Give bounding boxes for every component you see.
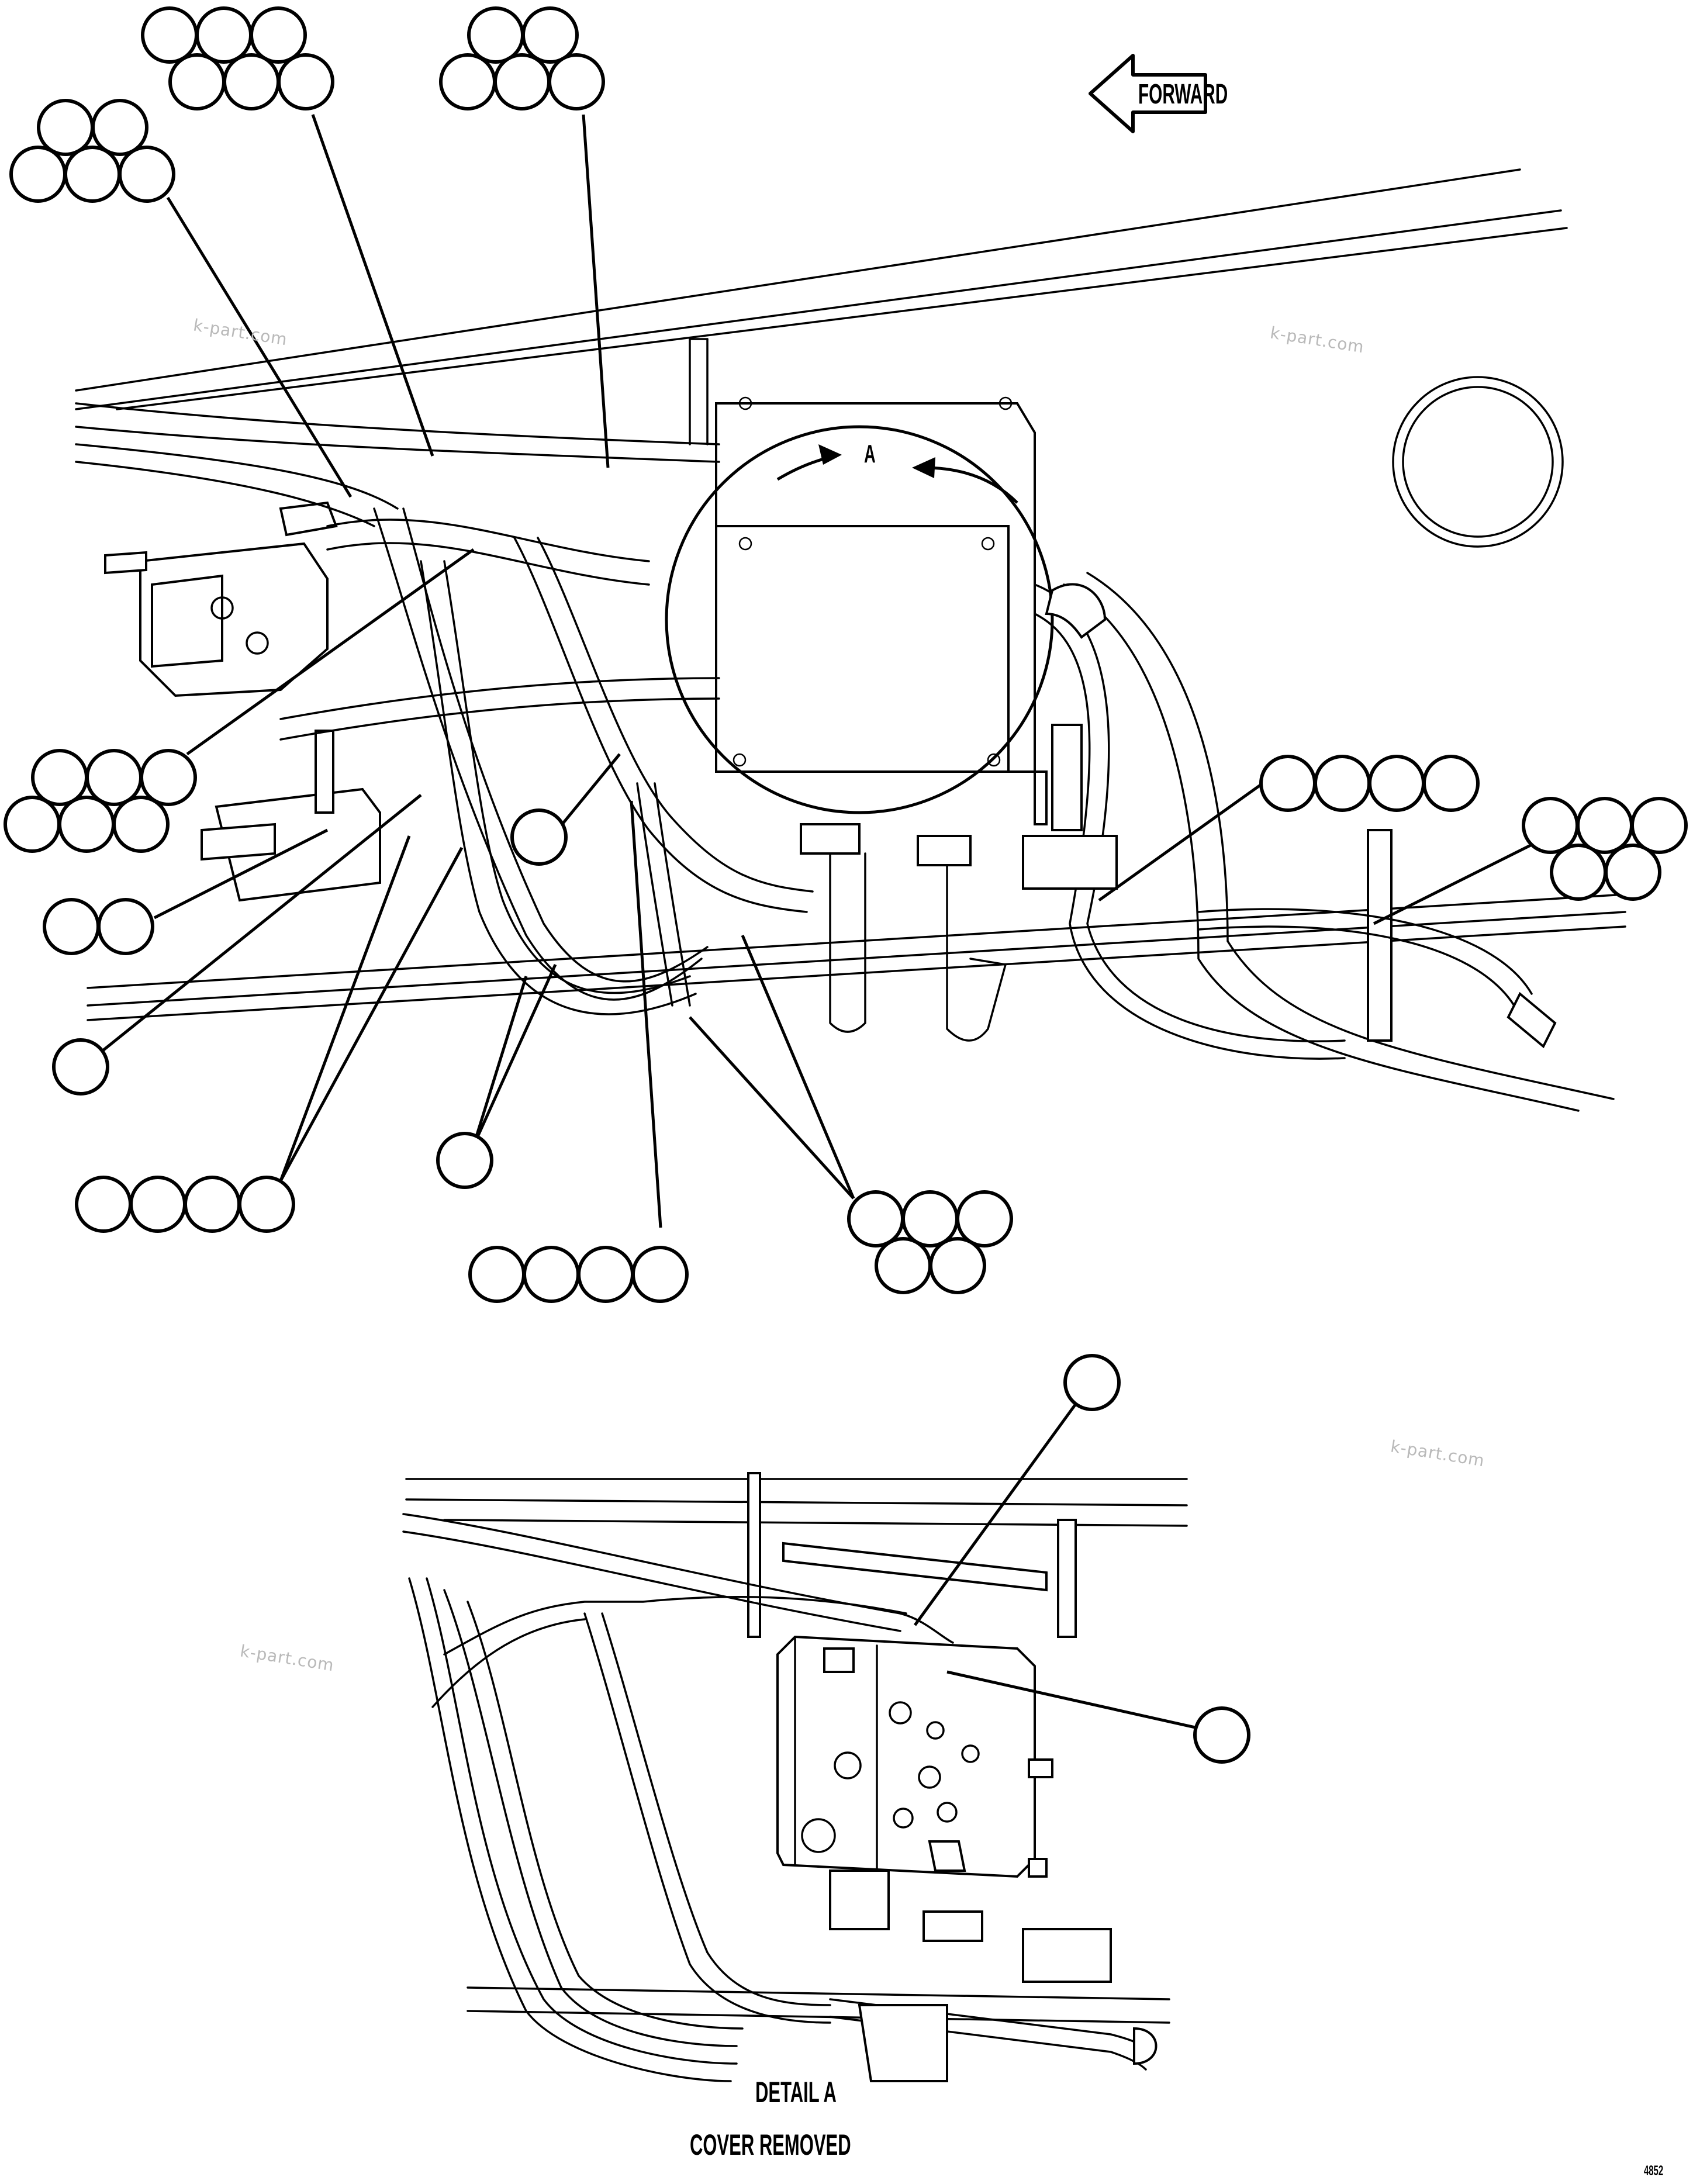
detail-a-label: A xyxy=(864,440,876,468)
callout-group-left-single xyxy=(52,1038,109,1096)
detail-a-view xyxy=(402,1472,1188,2082)
callout-group-bottom-center-four xyxy=(468,1246,689,1303)
callout-group-detail-top xyxy=(1063,1354,1121,1411)
detail-leader-lines xyxy=(913,1399,1204,1731)
detail-title: DETAIL A xyxy=(755,2076,837,2109)
forward-label: FORWARD xyxy=(1138,79,1228,110)
valve-manifold xyxy=(776,1635,1053,1878)
upper-assembly-view xyxy=(75,168,1626,1112)
upper-leader-lines xyxy=(96,114,1533,1228)
callout-group-left-upper xyxy=(9,99,175,203)
figure-number: 4852 xyxy=(1644,2163,1664,2179)
callout-group-bottom-right-five xyxy=(847,1190,1013,1294)
forward-arrow xyxy=(1089,54,1207,133)
detail-subtitle: COVER REMOVED xyxy=(690,2128,851,2161)
callout-group-bottom-left-four xyxy=(75,1176,295,1233)
callout-group-left-pair xyxy=(43,898,154,955)
callout-group-detail-right xyxy=(1193,1706,1250,1764)
callout-group-right-five xyxy=(1522,797,1688,901)
round-port xyxy=(1392,376,1564,548)
hydraulic-pump xyxy=(104,501,338,697)
detail-a-circle xyxy=(665,425,1054,814)
valve-cover-box xyxy=(715,396,1036,773)
callout-group-top-center xyxy=(439,6,605,110)
callout-group-bottom-single xyxy=(436,1132,493,1189)
callout-group-top-left-a xyxy=(141,6,334,110)
callout-group-center-single xyxy=(510,808,568,866)
callout-group-right-four xyxy=(1259,755,1480,812)
callout-group-left-middle xyxy=(4,749,197,853)
